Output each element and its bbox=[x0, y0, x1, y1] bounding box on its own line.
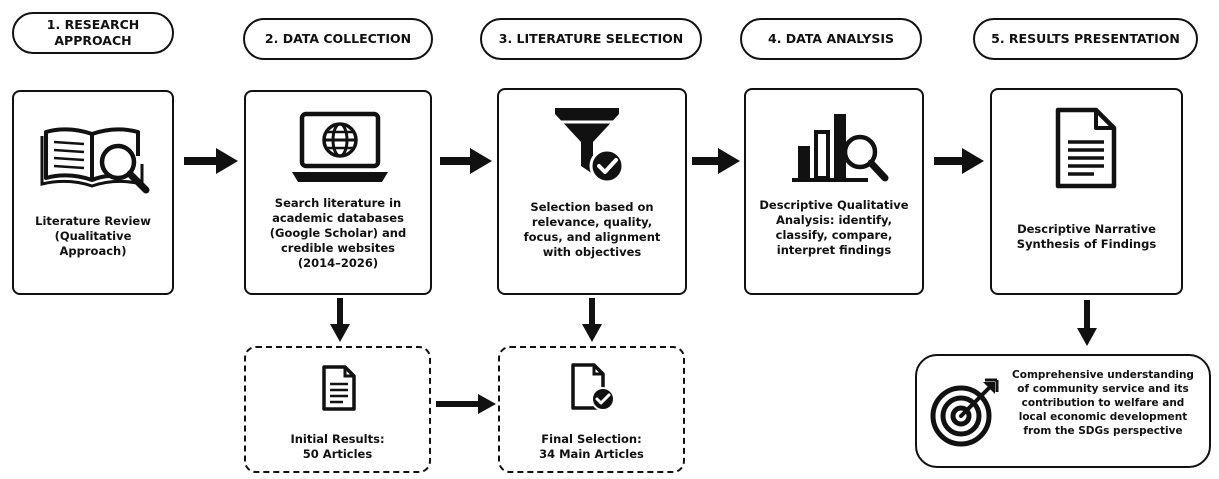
step-3-text: Selection based on relevance, quality, f… bbox=[523, 200, 661, 259]
arrow-right-4 bbox=[934, 148, 984, 174]
funnel-check-icon bbox=[555, 108, 625, 184]
step-2-header: 2. DATA COLLECTION bbox=[243, 18, 433, 60]
final-selection-text: Final Selection: 34 Main Articles bbox=[539, 432, 644, 461]
step-5-header: 5. RESULTS PRESENTATION bbox=[973, 18, 1198, 60]
arrow-right-1 bbox=[184, 148, 238, 174]
final-selection-box: Final Selection: 34 Main Articles bbox=[498, 346, 685, 473]
step-4-header-label: 4. DATA ANALYSIS bbox=[768, 31, 894, 46]
step-5-box: Descriptive Narrative Synthesis of Findi… bbox=[990, 88, 1183, 295]
outcome-box: Comprehensive understanding of community… bbox=[915, 354, 1211, 468]
step-3-header: 3. LITERATURE SELECTION bbox=[480, 18, 702, 60]
step-2-text: Search literature in academic databases … bbox=[269, 196, 407, 270]
arrow-right-sub bbox=[436, 394, 496, 414]
book-magnifier-icon bbox=[40, 127, 150, 194]
step-1-header-label: 1. RESEARCH APPROACH bbox=[46, 17, 140, 48]
laptop-globe-icon bbox=[292, 111, 388, 182]
step-3-header-label: 3. LITERATURE SELECTION bbox=[498, 31, 684, 46]
step-3-box: Selection based on relevance, quality, f… bbox=[497, 88, 687, 295]
outcome-text: Comprehensive understanding of community… bbox=[1012, 369, 1194, 437]
step-5-text: Descriptive Narrative Synthesis of Findi… bbox=[1016, 222, 1157, 251]
initial-results-text: Initial Results: 50 Articles bbox=[290, 432, 385, 461]
arrow-right-3 bbox=[692, 148, 740, 174]
document-icon bbox=[1055, 107, 1117, 189]
step-1-header: 1. RESEARCH APPROACH bbox=[12, 12, 174, 54]
step-1-text: Literature Review (Qualitative Approach) bbox=[35, 214, 151, 258]
step-2-box: Search literature in academic databases … bbox=[244, 90, 432, 295]
bar-chart-magnifier-icon bbox=[792, 114, 889, 182]
arrow-down-3 bbox=[1077, 300, 1097, 346]
initial-results-box: Initial Results: 50 Articles bbox=[244, 346, 431, 473]
step-2-header-label: 2. DATA COLLECTION bbox=[264, 31, 412, 46]
arrow-right-2 bbox=[440, 148, 492, 174]
step-4-box: Descriptive Qualitative Analysis: identi… bbox=[744, 88, 924, 295]
arrow-down-2 bbox=[582, 298, 602, 342]
step-1-box: Literature Review (Qualitative Approach) bbox=[12, 90, 174, 295]
step-4-header: 4. DATA ANALYSIS bbox=[740, 18, 922, 60]
target-arrow-icon bbox=[930, 378, 999, 447]
document-icon bbox=[322, 365, 356, 411]
document-check-icon bbox=[571, 363, 615, 411]
arrow-down-1 bbox=[330, 298, 350, 342]
step-5-header-label: 5. RESULTS PRESENTATION bbox=[991, 31, 1180, 46]
step-4-text: Descriptive Qualitative Analysis: identi… bbox=[759, 198, 909, 257]
